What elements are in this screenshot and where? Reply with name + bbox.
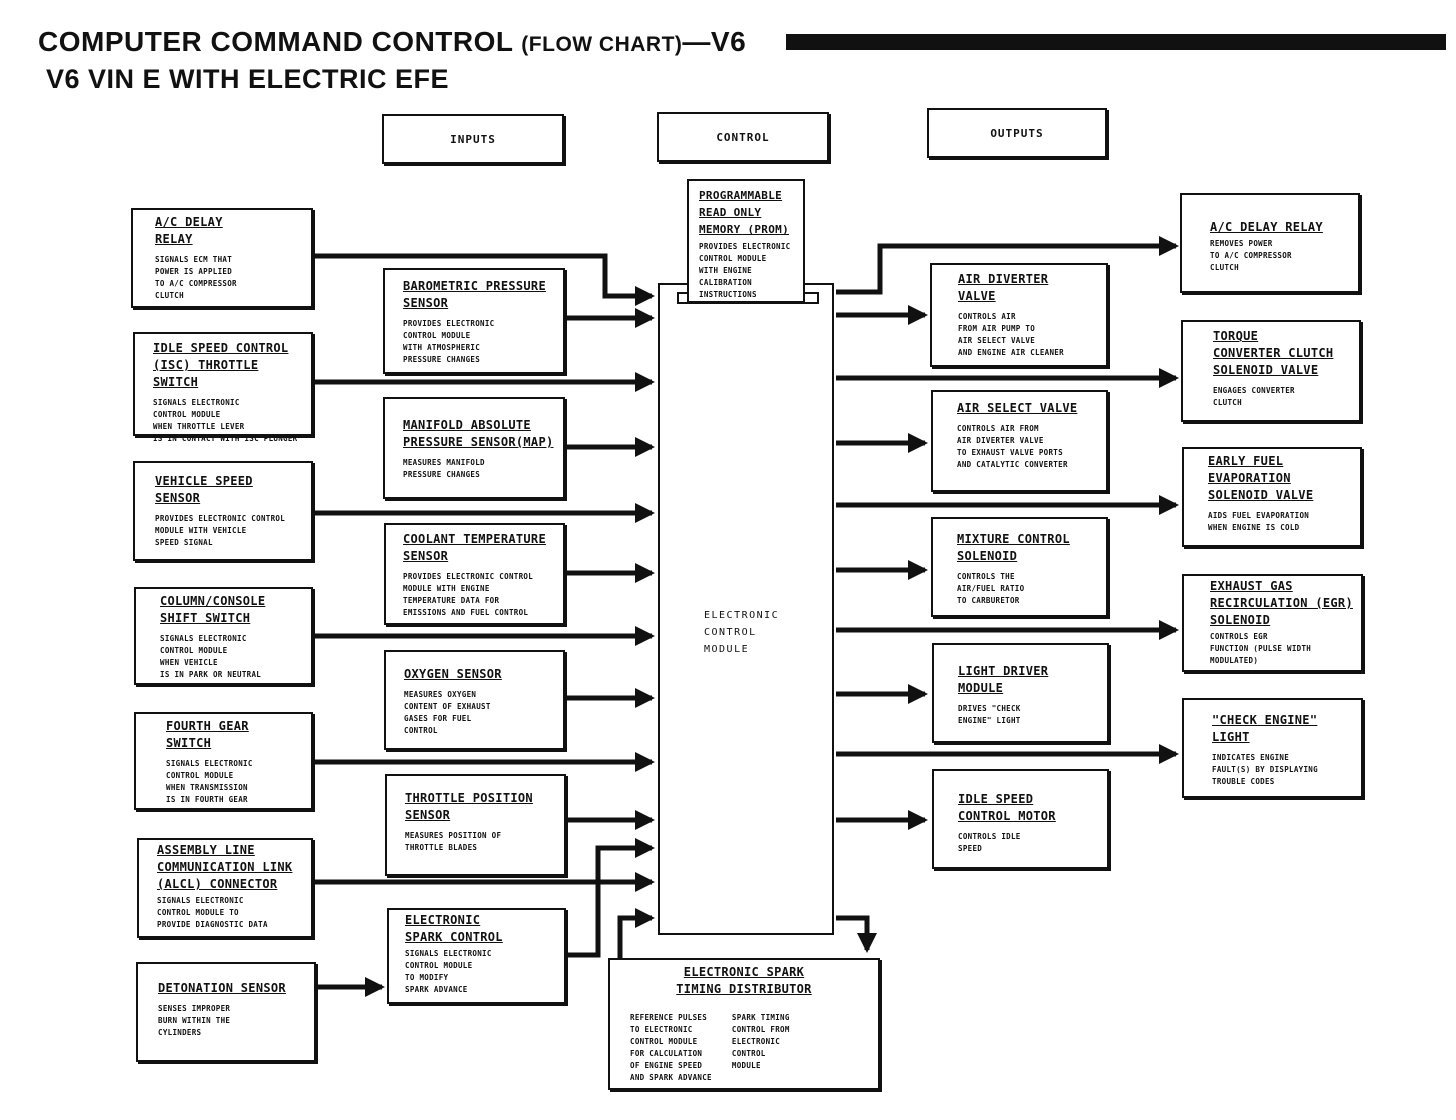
input-desc: MEASURES OXYGEN CONTENT OF EXHAUST GASES… [404, 690, 491, 735]
output-title: EARLY FUEL EVAPORATION SOLENOID VALVE [1208, 454, 1314, 502]
input-desc: SIGNALS ELECTRONIC CONTROL MODULE WHEN V… [160, 634, 262, 679]
title-rule [786, 34, 1446, 50]
input-title: FOURTH GEAR SWITCH [166, 719, 249, 750]
output-desc: CONTROLS AIR FROM AIR DIVERTER VALVE TO … [957, 424, 1068, 469]
input-desc: MEASURES MANIFOLD PRESSURE CHANGES [403, 458, 485, 479]
output-title: IDLE SPEED CONTROL MOTOR [958, 792, 1056, 823]
input-title: DETONATION SENSOR [158, 981, 286, 995]
input-vehicle-speed-sensor: VEHICLE SPEED SENSOR PROVIDES ELECTRONIC… [133, 461, 313, 561]
output-title: "CHECK ENGINE" LIGHT [1212, 713, 1318, 744]
output-desc: CONTROLS IDLE SPEED [958, 832, 1021, 853]
input-barometric-pressure-sensor: BAROMETRIC PRESSURE SENSOR PROVIDES ELEC… [383, 268, 565, 374]
arrow-ecm-to-distributor [836, 915, 877, 953]
input-title: COOLANT TEMPERATURE SENSOR [403, 532, 546, 563]
input-title: ASSEMBLY LINE COMMUNICATION LINK (ALCL) … [157, 843, 293, 891]
output-title: MIXTURE CONTROL SOLENOID [957, 532, 1070, 563]
input-coolant-temperature-sensor: COOLANT TEMPERATURE SENSOR PROVIDES ELEC… [384, 523, 565, 625]
input-title: OXYGEN SENSOR [404, 667, 502, 681]
input-title: THROTTLE POSITION SENSOR [405, 791, 533, 822]
prom-desc: PROVIDES ELECTRONIC CONTROL MODULE WITH … [699, 242, 791, 299]
output-air-select-valve: AIR SELECT VALVE CONTROLS AIR FROM AIR D… [931, 390, 1108, 492]
title-main: COMPUTER COMMAND CONTROL [38, 26, 514, 57]
output-check-engine-light: "CHECK ENGINE" LIGHT INDICATES ENGINE FA… [1182, 698, 1363, 798]
page-title: COMPUTER COMMAND CONTROL (FLOW CHART)—V6 [38, 26, 746, 58]
input-desc: PROVIDES ELECTRONIC CONTROL MODULE WITH … [155, 514, 286, 547]
output-desc: CONTROLS AIR FROM AIR PUMP TO AIR SELECT… [958, 312, 1064, 357]
input-title: BAROMETRIC PRESSURE SENSOR [403, 279, 546, 310]
electronic-control-module: ELECTRONIC CONTROL MODULE [658, 283, 834, 935]
distributor-desc-columns: REFERENCE PULSES TO ELECTRONIC CONTROL M… [610, 1012, 878, 1084]
input-title: ELECTRONIC SPARK CONTROL [405, 913, 503, 944]
output-desc: INDICATES ENGINE FAULT(S) BY DISPLAYING … [1212, 753, 1318, 786]
output-mixture-control-solenoid: MIXTURE CONTROL SOLENOID CONTROLS THE AI… [931, 517, 1108, 617]
output-title: TORQUE CONVERTER CLUTCH SOLENOID VALVE [1213, 329, 1334, 377]
input-desc: PROVIDES ELECTRONIC CONTROL MODULE WITH … [403, 572, 534, 617]
output-title: AIR DIVERTER VALVE [958, 272, 1049, 303]
output-title: EXHAUST GAS RECIRCULATION (EGR) SOLENOID [1210, 579, 1353, 627]
header-inputs: INPUTS [382, 114, 564, 164]
input-desc: MEASURES POSITION OF THROTTLE BLADES [405, 831, 502, 852]
input-desc: SENSES IMPROPER BURN WITHIN THE CYLINDER… [158, 1004, 231, 1037]
ecm-label: ELECTRONIC CONTROL MODULE [704, 610, 780, 655]
title-tail: —V6 [682, 26, 747, 57]
input-isc-throttle-switch: IDLE SPEED CONTROL (ISC) THROTTLE SWITCH… [133, 332, 313, 443]
input-throttle-position-sensor: THROTTLE POSITION SENSOR MEASURES POSITI… [385, 774, 566, 876]
arrow-ac-relay-out [836, 236, 1179, 295]
input-title: A/C DELAY RELAY [155, 215, 223, 246]
input-desc: SIGNALS ELECTRONIC CONTROL MODULE TO MOD… [405, 949, 492, 994]
input-map-sensor: MANIFOLD ABSOLUTE PRESSURE SENSOR(MAP) M… [383, 397, 565, 499]
output-egr-solenoid: EXHAUST GAS RECIRCULATION (EGR) SOLENOID… [1182, 574, 1363, 672]
output-title: AIR SELECT VALVE [957, 401, 1078, 415]
title-paren: (FLOW CHART) [521, 33, 683, 56]
input-alcl-connector: ASSEMBLY LINE COMMUNICATION LINK (ALCL) … [137, 838, 313, 938]
header-outputs: OUTPUTS [927, 108, 1107, 158]
distributor-desc-left: REFERENCE PULSES TO ELECTRONIC CONTROL M… [630, 1013, 712, 1082]
output-desc: CONTROLS EGR FUNCTION (PULSE WIDTH MODUL… [1210, 632, 1312, 665]
output-torque-converter-clutch-solenoid: TORQUE CONVERTER CLUTCH SOLENOID VALVE E… [1181, 320, 1361, 422]
output-desc: AIDS FUEL EVAPORATION WHEN ENGINE IS COL… [1208, 511, 1310, 532]
output-ac-delay-relay: A/C DELAY RELAY REMOVES POWER TO A/C COM… [1180, 193, 1360, 293]
input-title: VEHICLE SPEED SENSOR [155, 474, 253, 505]
arrow-ac-delay-in [313, 253, 655, 306]
output-title: A/C DELAY RELAY [1210, 220, 1323, 234]
input-title: MANIFOLD ABSOLUTE PRESSURE SENSOR(MAP) [403, 418, 554, 449]
input-desc: SIGNALS ELECTRONIC CONTROL MODULE TO PRO… [157, 896, 268, 929]
input-oxygen-sensor: OXYGEN SENSOR MEASURES OXYGEN CONTENT OF… [384, 650, 565, 750]
electronic-spark-timing-distributor: ELECTRONIC SPARK TIMING DISTRIBUTOR REFE… [608, 958, 880, 1090]
input-detonation-sensor: DETONATION SENSOR SENSES IMPROPER BURN W… [136, 962, 316, 1062]
arrow-esc-in [565, 838, 655, 958]
input-title: IDLE SPEED CONTROL (ISC) THROTTLE SWITCH [153, 341, 289, 389]
prom-title: PROGRAMMABLE READ ONLY MEMORY (PROM) [699, 189, 789, 236]
input-column-console-shift-switch: COLUMN/CONSOLE SHIFT SWITCH SIGNALS ELEC… [134, 587, 313, 685]
output-desc: DRIVES "CHECK ENGINE" LIGHT [958, 704, 1021, 725]
input-fourth-gear-switch: FOURTH GEAR SWITCH SIGNALS ELECTRONIC CO… [134, 712, 313, 810]
output-idle-speed-control-motor: IDLE SPEED CONTROL MOTOR CONTROLS IDLE S… [932, 769, 1109, 869]
input-desc: PROVIDES ELECTRONIC CONTROL MODULE WITH … [403, 319, 495, 364]
output-desc: CONTROLS THE AIR/FUEL RATIO TO CARBURETO… [957, 572, 1025, 605]
distributor-desc-right: SPARK TIMING CONTROL FROM ELECTRONIC CON… [731, 1013, 790, 1070]
input-desc: SIGNALS ELECTRONIC CONTROL MODULE WHEN T… [166, 759, 253, 804]
output-early-fuel-evaporation-solenoid: EARLY FUEL EVAPORATION SOLENOID VALVE AI… [1182, 447, 1362, 547]
output-light-driver-module: LIGHT DRIVER MODULE DRIVES "CHECK ENGINE… [932, 643, 1109, 743]
output-title: LIGHT DRIVER MODULE [958, 664, 1049, 695]
input-desc: SIGNALS ELECTRONIC CONTROL MODULE WHEN T… [153, 398, 298, 443]
distributor-title: ELECTRONIC SPARK TIMING DISTRIBUTOR [676, 965, 812, 996]
arrow-distributor-ref [617, 908, 655, 960]
input-title: COLUMN/CONSOLE SHIFT SWITCH [160, 594, 266, 625]
input-electronic-spark-control: ELECTRONIC SPARK CONTROL SIGNALS ELECTRO… [387, 908, 566, 1004]
output-desc: ENGAGES CONVERTER CLUTCH [1213, 386, 1295, 407]
output-desc: REMOVES POWER TO A/C COMPRESSOR CLUTCH [1210, 239, 1292, 272]
output-air-diverter-valve: AIR DIVERTER VALVE CONTROLS AIR FROM AIR… [930, 263, 1108, 367]
prom-box: PROGRAMMABLE READ ONLY MEMORY (PROM) PRO… [687, 179, 805, 303]
input-ac-delay-relay: A/C DELAY RELAY SIGNALS ECM THAT POWER I… [131, 208, 313, 308]
header-control: CONTROL [657, 112, 829, 162]
input-desc: SIGNALS ECM THAT POWER IS APPLIED TO A/C… [155, 255, 237, 300]
page-subtitle: V6 VIN E WITH ELECTRIC EFE [46, 64, 450, 94]
